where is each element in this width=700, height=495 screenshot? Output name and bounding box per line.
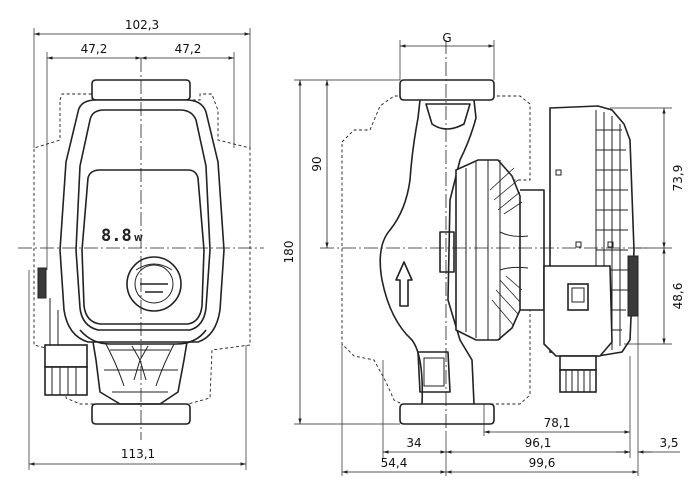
side-head-marker-3: [607, 241, 614, 248]
svg-text:99,6: 99,6: [529, 456, 556, 470]
side-head-marker-2: [575, 241, 582, 248]
side-dim-thread: G: [399, 31, 495, 80]
front-cable-gland: [37, 267, 88, 396]
svg-text:78,1: 78,1: [544, 416, 571, 430]
side-motor-hatch-upper: [489, 167, 523, 215]
side-pump-body-right: [447, 99, 477, 405]
side-terminal-box: [543, 265, 613, 357]
front-head-body: [59, 99, 225, 343]
front-pump-housing: [91, 335, 189, 405]
front-dim-half-left: 47,2: [46, 42, 141, 270]
side-dim-right-lower: 48,6: [624, 248, 685, 345]
side-dim-height-total: 180: [282, 79, 400, 425]
front-dim-half-right: 47,2: [141, 42, 235, 148]
side-cable-gland-top: [559, 355, 597, 371]
svg-text:96,1: 96,1: [525, 436, 552, 450]
front-housing-inner-right: [139, 343, 175, 387]
svg-text:G: G: [442, 31, 451, 45]
front-dim-overall-top: 102,3: [33, 18, 251, 148]
side-dim-b2-right: 96,1: [446, 436, 630, 454]
side-flow-arrow: [395, 261, 413, 307]
front-head-panel: [75, 109, 211, 331]
svg-text:47,2: 47,2: [81, 42, 108, 56]
side-cable-gland-ribs: [565, 370, 591, 392]
svg-text:90: 90: [310, 156, 324, 171]
side-motor-plate: [439, 231, 455, 273]
side-pump-window-bottom: [417, 351, 451, 393]
side-motor-inner-curve: [499, 231, 529, 271]
svg-text:48,6: 48,6: [671, 283, 685, 310]
svg-text:54,4: 54,4: [381, 456, 408, 470]
front-head-base: [79, 329, 207, 345]
svg-text:34: 34: [406, 436, 421, 450]
side-connector-inner: [571, 287, 585, 303]
side-dim-b2-left: 34: [382, 360, 446, 458]
svg-text:113,1: 113,1: [121, 447, 155, 461]
side-head-fins: [595, 110, 621, 352]
front-control-knob: [126, 256, 182, 312]
side-pump-window-top: [425, 103, 471, 130]
side-motor-hatch-lower: [491, 275, 523, 327]
front-led-display: 8.8 W: [101, 226, 143, 246]
svg-text:3,5: 3,5: [659, 436, 678, 450]
side-motor-ribs: [465, 160, 501, 340]
svg-text:180: 180: [282, 241, 296, 264]
side-dim-b2-small: 3,5: [616, 436, 680, 454]
side-dim-right-upper: 73,9: [610, 107, 685, 249]
led-value: 8.8: [101, 226, 132, 246]
side-head-marker-1: [555, 169, 562, 176]
svg-text:102,3: 102,3: [125, 18, 159, 32]
side-dim-b3-left: 54,4: [342, 456, 446, 474]
front-dim-overall-bottom: 113,1: [28, 270, 247, 470]
side-pump-window-bottom-inner: [423, 357, 445, 387]
side-coupling: [520, 189, 545, 311]
front-view: 8.8 W 102,3: [18, 18, 264, 470]
side-bottom-flange: [399, 403, 495, 425]
side-view: G 180 90 73,9 48,6: [282, 31, 685, 476]
side-connector: [567, 283, 589, 311]
side-head-front-cover: [627, 255, 639, 317]
side-pump-body: [379, 99, 424, 405]
front-display-panel: [81, 169, 205, 325]
side-dim-height-upper: 90: [310, 80, 329, 248]
side-dim-b3-right: 99,6: [446, 456, 638, 474]
side-dim-b1: 78,1: [484, 416, 630, 434]
svg-text:47,2: 47,2: [175, 42, 202, 56]
led-unit: W: [134, 234, 143, 243]
svg-text:73,9: 73,9: [671, 165, 685, 192]
side-top-flange: [399, 79, 495, 101]
